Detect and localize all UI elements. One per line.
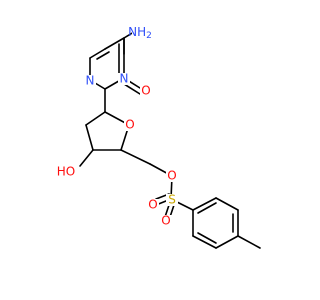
- bond-ar1: [192, 197, 217, 211]
- sulfur-label: S: [168, 193, 176, 207]
- ring-oxygen-label: O: [125, 118, 134, 132]
- bond-ar2: [215, 197, 239, 211]
- ring-n3-label: N: [120, 72, 129, 86]
- furanose-ring: [85, 111, 130, 151]
- bond-c5-c6-inner: [96, 51, 110, 60]
- sulfonyl-oxygen-left-label: O: [148, 198, 157, 212]
- bond-ar-inner1: [197, 202, 217, 214]
- bond-ar4: [215, 235, 239, 249]
- bond-c3-oh: [79, 149, 94, 167]
- atom-labels: NH2 N N O O HO O S O O: [56, 25, 178, 228]
- tolyl-ring: [192, 197, 261, 249]
- hydroxyl-label: HO: [57, 165, 75, 179]
- bond-c4-c5prime: [120, 149, 151, 165]
- bond-ar-inner3: [197, 232, 217, 244]
- molecule-diagram: NH2 N N O O HO O S O O: [56, 24, 261, 249]
- amino-label: NH2: [128, 25, 152, 41]
- bond-c2-o-double: [123, 83, 141, 95]
- ester-oxygen-label: O: [167, 169, 176, 183]
- bond-methyl: [237, 235, 261, 249]
- ring-n1-label: N: [86, 74, 95, 88]
- bond-c5-c6: [89, 48, 106, 59]
- bond-c4-c5: [104, 37, 125, 50]
- sulfonyl-oxygen-bottom-label: O: [161, 214, 170, 228]
- carbonyl-oxygen-label: O: [141, 84, 150, 98]
- structure-svg: NH2 N N O O HO O S O O: [56, 25, 261, 249]
- bond-ar5: [192, 235, 217, 249]
- bond-c3-c2: [85, 124, 94, 151]
- bond-c2-c1: [85, 111, 106, 126]
